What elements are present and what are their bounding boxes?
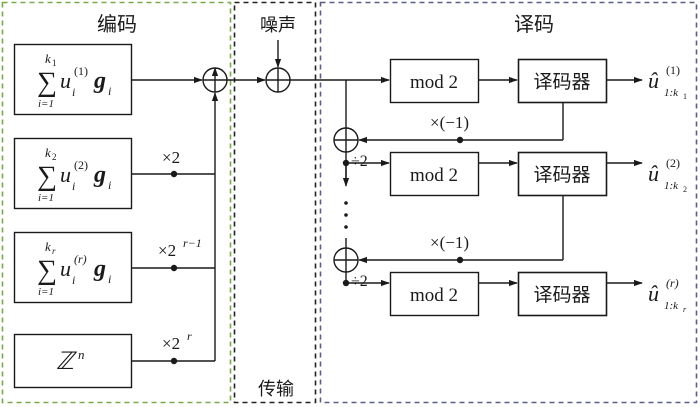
svg-text:u: u [60, 68, 71, 93]
feedback-dot-2 [456, 256, 464, 264]
weight-dot-r [170, 264, 178, 272]
mod2-box-1: mod 2 [389, 58, 480, 104]
svg-text:译码器: 译码器 [533, 71, 590, 93]
svg-text:k: k [45, 239, 51, 254]
svg-text:2: 2 [52, 152, 57, 162]
svg-text:i: i [108, 84, 111, 98]
svg-text:g: g [93, 256, 106, 282]
encoder-block-1: k 1 ∑ i=1 u i (1) g i [13, 43, 133, 116]
transmission-region [233, 1, 317, 404]
mod2-box-r: mod 2 [389, 271, 480, 317]
svg-text:g: g [93, 162, 106, 188]
svg-text:译码器: 译码器 [533, 284, 590, 306]
svg-text:1:k: 1:k [664, 300, 679, 312]
svg-text:û: û [648, 161, 659, 186]
svg-text:k: k [45, 145, 51, 160]
divide-label-1: ÷2 [351, 153, 368, 170]
ellipsis-dot [344, 213, 348, 217]
svg-text:(r): (r) [666, 276, 679, 290]
encoder-block-r: k r ∑ i=1 u i (r) g i [13, 231, 133, 304]
transmission-title: 传输 [258, 379, 294, 400]
svg-text:(1): (1) [666, 63, 680, 77]
svg-text:mod 2: mod 2 [410, 72, 458, 93]
decoder-box-2: 译码器 [517, 151, 608, 197]
svg-text:译码器: 译码器 [533, 164, 590, 186]
multiplier-r-1-exp: r−1 [183, 236, 202, 250]
svg-text:u: u [60, 162, 71, 187]
svg-text:(r): (r) [74, 252, 87, 266]
svg-text:∑: ∑ [37, 67, 57, 98]
decoder-adder-icon-1 [333, 127, 359, 153]
svg-text:∑: ∑ [37, 161, 57, 192]
multiplier-r-1: ×2 [158, 241, 176, 260]
noise-adder-icon [265, 67, 291, 93]
svg-text:i=1: i=1 [38, 192, 54, 204]
weight-dot-lattice [170, 357, 178, 365]
svg-text:ℤ: ℤ [56, 349, 77, 375]
svg-text:r: r [683, 305, 687, 314]
output-2: û (2) 1:k 2 [648, 156, 687, 194]
encoder-title: 编码 [97, 12, 137, 36]
ellipsis-dot [344, 201, 348, 205]
decoder-box-1: 译码器 [517, 58, 608, 104]
svg-text:1: 1 [52, 58, 57, 68]
divide-dot-1 [342, 159, 350, 167]
svg-text:(2): (2) [74, 158, 88, 172]
svg-text:i=1: i=1 [38, 286, 54, 298]
svg-text:û: û [648, 281, 659, 306]
svg-text:r: r [52, 246, 56, 256]
decoder-region [319, 1, 698, 404]
multiplier-r-exp: r [187, 329, 192, 343]
encoder-region [1, 1, 232, 404]
svg-text:2: 2 [683, 185, 687, 194]
divide-dot-2 [342, 279, 350, 287]
output-1: û (1) 1:k 1 [648, 63, 687, 101]
divide-label-2: ÷2 [351, 273, 368, 290]
svg-text:1:k: 1:k [664, 180, 679, 192]
svg-text:û: û [648, 68, 659, 93]
lattice-block: ℤ n [13, 333, 133, 389]
feedback-label-1: ×(−1) [430, 113, 469, 132]
svg-text:i=1: i=1 [38, 98, 54, 110]
decoder-adder-icon-2 [333, 247, 359, 273]
svg-text:i: i [72, 179, 75, 193]
ellipsis-dot [344, 225, 348, 229]
multiplier-r: ×2 [162, 334, 180, 353]
decoder-title: 译码 [514, 12, 554, 36]
svg-text:1: 1 [683, 92, 687, 101]
svg-text:1:k: 1:k [664, 87, 679, 99]
feedback-label-2: ×(−1) [430, 233, 469, 252]
svg-text:k: k [45, 51, 51, 66]
encoder-block-2: k 2 ∑ i=1 u i (2) g i [13, 137, 133, 210]
svg-text:i: i [108, 272, 111, 286]
output-r: û (r) 1:k r [648, 276, 687, 314]
weight-dot-2 [170, 170, 178, 178]
svg-text:∑: ∑ [37, 255, 57, 286]
svg-text:i: i [108, 178, 111, 192]
encoder-adder-icon [202, 67, 228, 93]
decoder-box-r: 译码器 [517, 271, 608, 317]
svg-text:n: n [78, 347, 85, 362]
svg-text:g: g [93, 68, 106, 94]
mod2-box-2: mod 2 [389, 151, 480, 197]
feedback-dot-1 [456, 136, 464, 144]
noise-label: 噪声 [260, 15, 296, 36]
noise-wiring [227, 40, 282, 84]
svg-text:i: i [72, 85, 75, 99]
svg-text:i: i [72, 273, 75, 287]
encoder-wiring [131, 76, 219, 362]
svg-text:u: u [60, 256, 71, 281]
multiplier-2: ×2 [162, 148, 180, 167]
svg-text:(1): (1) [74, 64, 88, 78]
svg-text:mod 2: mod 2 [410, 165, 458, 186]
svg-text:mod 2: mod 2 [410, 285, 458, 306]
svg-text:(2): (2) [666, 156, 680, 170]
